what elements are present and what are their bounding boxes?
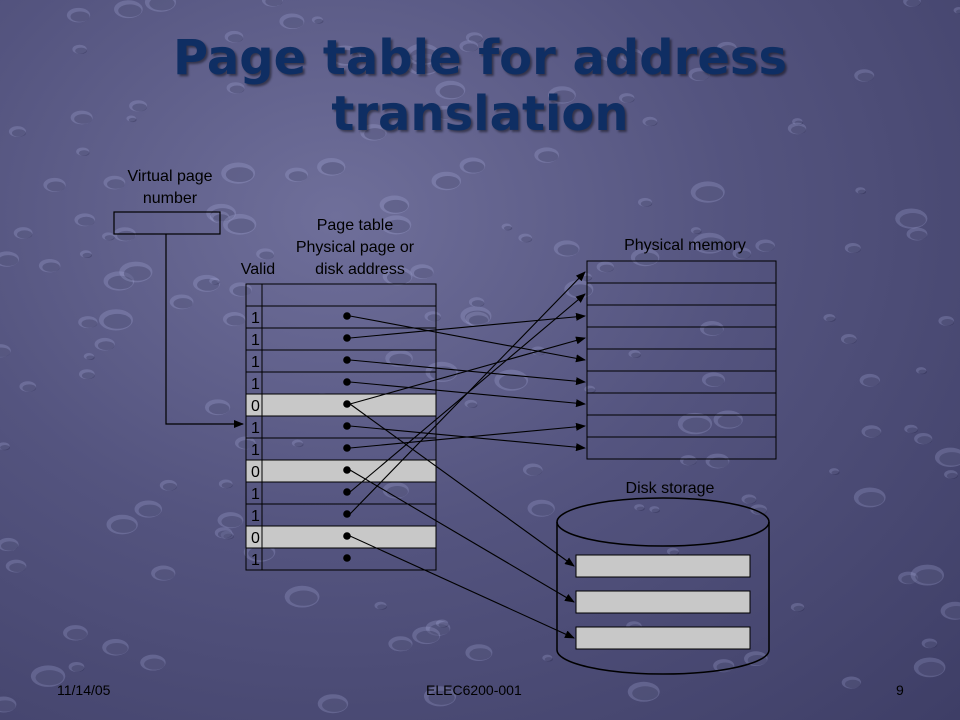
- page-table-entry: [245, 371, 437, 395]
- entry-pointer-dot: [343, 422, 351, 430]
- disk-address-label: disk address: [315, 261, 405, 278]
- entry-pointer-dot: [343, 444, 351, 452]
- page-table-entry: [245, 305, 437, 329]
- memory-mapping-arrow: [349, 312, 586, 339]
- page-table-entry: [245, 327, 437, 351]
- valid-bit: 1: [251, 552, 260, 569]
- entry-pointer-dot: [343, 356, 351, 364]
- page-table-label: Page table: [316, 217, 394, 234]
- valid-bit: 1: [251, 354, 260, 371]
- valid-bit: 1: [251, 508, 260, 525]
- page-table-header-row: [245, 283, 437, 307]
- page-title: Page table for address translation: [0, 30, 960, 142]
- valid-bit: 1: [251, 420, 260, 437]
- disk-mapping-arrow: [349, 403, 575, 567]
- virtual-page-pointer-arrow: [165, 234, 244, 428]
- valid-bit: 0: [251, 530, 260, 547]
- virtual-page-label-line-2: number: [142, 190, 198, 207]
- physical-page-frame: [586, 326, 777, 350]
- entry-pointer-dot: [343, 378, 351, 386]
- virtual-page-label-line-1: Virtual page: [127, 168, 213, 185]
- page-table: 1 1 1 1 0 1 1 0 1 1 0 1: [245, 283, 437, 571]
- entry-pointer-dot: [343, 334, 351, 342]
- memory-mapping-arrow: [349, 336, 586, 405]
- entry-pointer-dot: [343, 510, 351, 518]
- valid-bit: 0: [251, 398, 260, 415]
- physical-page-frame: [586, 348, 777, 372]
- entry-pointer-dot: [343, 488, 351, 496]
- memory-mapping-arrow: [349, 271, 586, 515]
- physical-page-frame: [586, 260, 777, 284]
- memory-mapping-arrow: [349, 315, 586, 363]
- footer-date: 11/14/05: [57, 682, 111, 698]
- page-table-entry: [245, 525, 437, 549]
- mapping-arrows: [349, 271, 586, 639]
- memory-mapping-arrow: [349, 422, 586, 449]
- physical-page-frame: [586, 392, 777, 416]
- physical-page-label: Physical page or: [295, 239, 415, 256]
- page-table-entry: [245, 481, 437, 505]
- entry-pointer-dot: [343, 466, 351, 474]
- page-table-entry: [245, 503, 437, 527]
- physical-page-frame: [586, 304, 777, 328]
- entry-pointer-dot: [343, 312, 351, 320]
- valid-bit: 1: [251, 376, 260, 393]
- physical-page-frame: [586, 370, 777, 394]
- valid-bit: 1: [251, 486, 260, 503]
- physical-page-frame: [586, 282, 777, 306]
- footer-page-number: 9: [896, 682, 904, 698]
- entry-pointer-dot: [343, 400, 351, 408]
- physical-memory: [586, 260, 777, 460]
- footer-course: ELEC6200-001: [426, 682, 522, 698]
- physical-page-frame: [586, 436, 777, 460]
- physical-page-frame: [586, 414, 777, 438]
- disk-mapping-arrow: [349, 469, 575, 603]
- virtual-page-number-register: [113, 211, 221, 235]
- page-table-entry: [245, 415, 437, 439]
- valid-bit: 0: [251, 464, 260, 481]
- entry-pointer-dot: [343, 532, 351, 540]
- entry-pointer-dot: [343, 554, 351, 562]
- virtual-page-number-label: Virtual page number: [100, 166, 240, 210]
- page-table-entry: [245, 349, 437, 373]
- disk-block: [575, 590, 751, 614]
- page-table-entry: [245, 437, 437, 461]
- page-table-entry: [245, 459, 437, 483]
- disk-cylinder-body: [556, 522, 770, 675]
- valid-bit: 1: [251, 442, 260, 459]
- disk-block: [575, 554, 751, 578]
- page-table-entry: [245, 547, 437, 571]
- title-line-2: translation: [331, 86, 629, 142]
- disk-cylinder-top: [556, 497, 770, 547]
- disk-mapping-arrow: [349, 535, 575, 639]
- valid-column-label: Valid: [240, 261, 276, 278]
- disk-storage: [556, 497, 770, 675]
- disk-storage-label: Disk storage: [625, 480, 715, 497]
- disk-block: [575, 626, 751, 650]
- title-line-1: Page table for address: [172, 30, 788, 86]
- page-table-entry: [245, 393, 437, 417]
- valid-bit: 1: [251, 332, 260, 349]
- physical-memory-label: Physical memory: [624, 237, 746, 254]
- valid-bit: 1: [251, 310, 260, 327]
